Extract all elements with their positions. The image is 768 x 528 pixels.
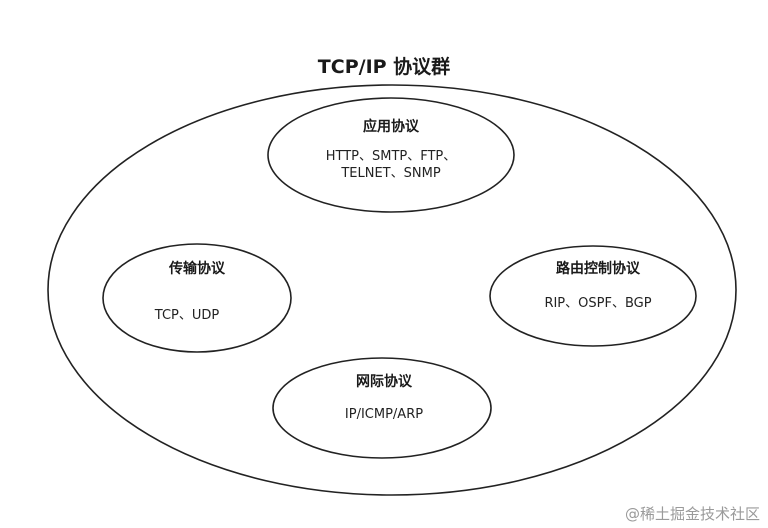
internet-heading: 网际协议 [356, 374, 412, 390]
internet-protocol-list: IP/ICMP/ARP [344, 407, 424, 422]
diagram-title: TCP/IP 协议群 [317, 56, 451, 78]
ellipse-internet-protocols [272, 357, 492, 459]
transport-protocol-list: TCP、UDP [154, 308, 220, 323]
ellipse-transport-protocols [102, 243, 292, 353]
watermark-text: @稀土掘金技术社区 [624, 505, 760, 523]
routing-protocol-list: RIP、OSPF、BGP [544, 296, 652, 311]
outer-ellipse-tcp-ip [47, 84, 737, 496]
application-heading: 应用协议 [363, 119, 419, 135]
transport-heading: 传输协议 [169, 261, 225, 277]
application-protocol-list: HTTP、SMTP、FTP、 TELNET、SNMP [325, 149, 457, 181]
routing-heading: 路由控制协议 [556, 261, 640, 277]
ellipse-routing-protocols [489, 245, 697, 347]
ellipse-application-protocols [267, 97, 515, 213]
